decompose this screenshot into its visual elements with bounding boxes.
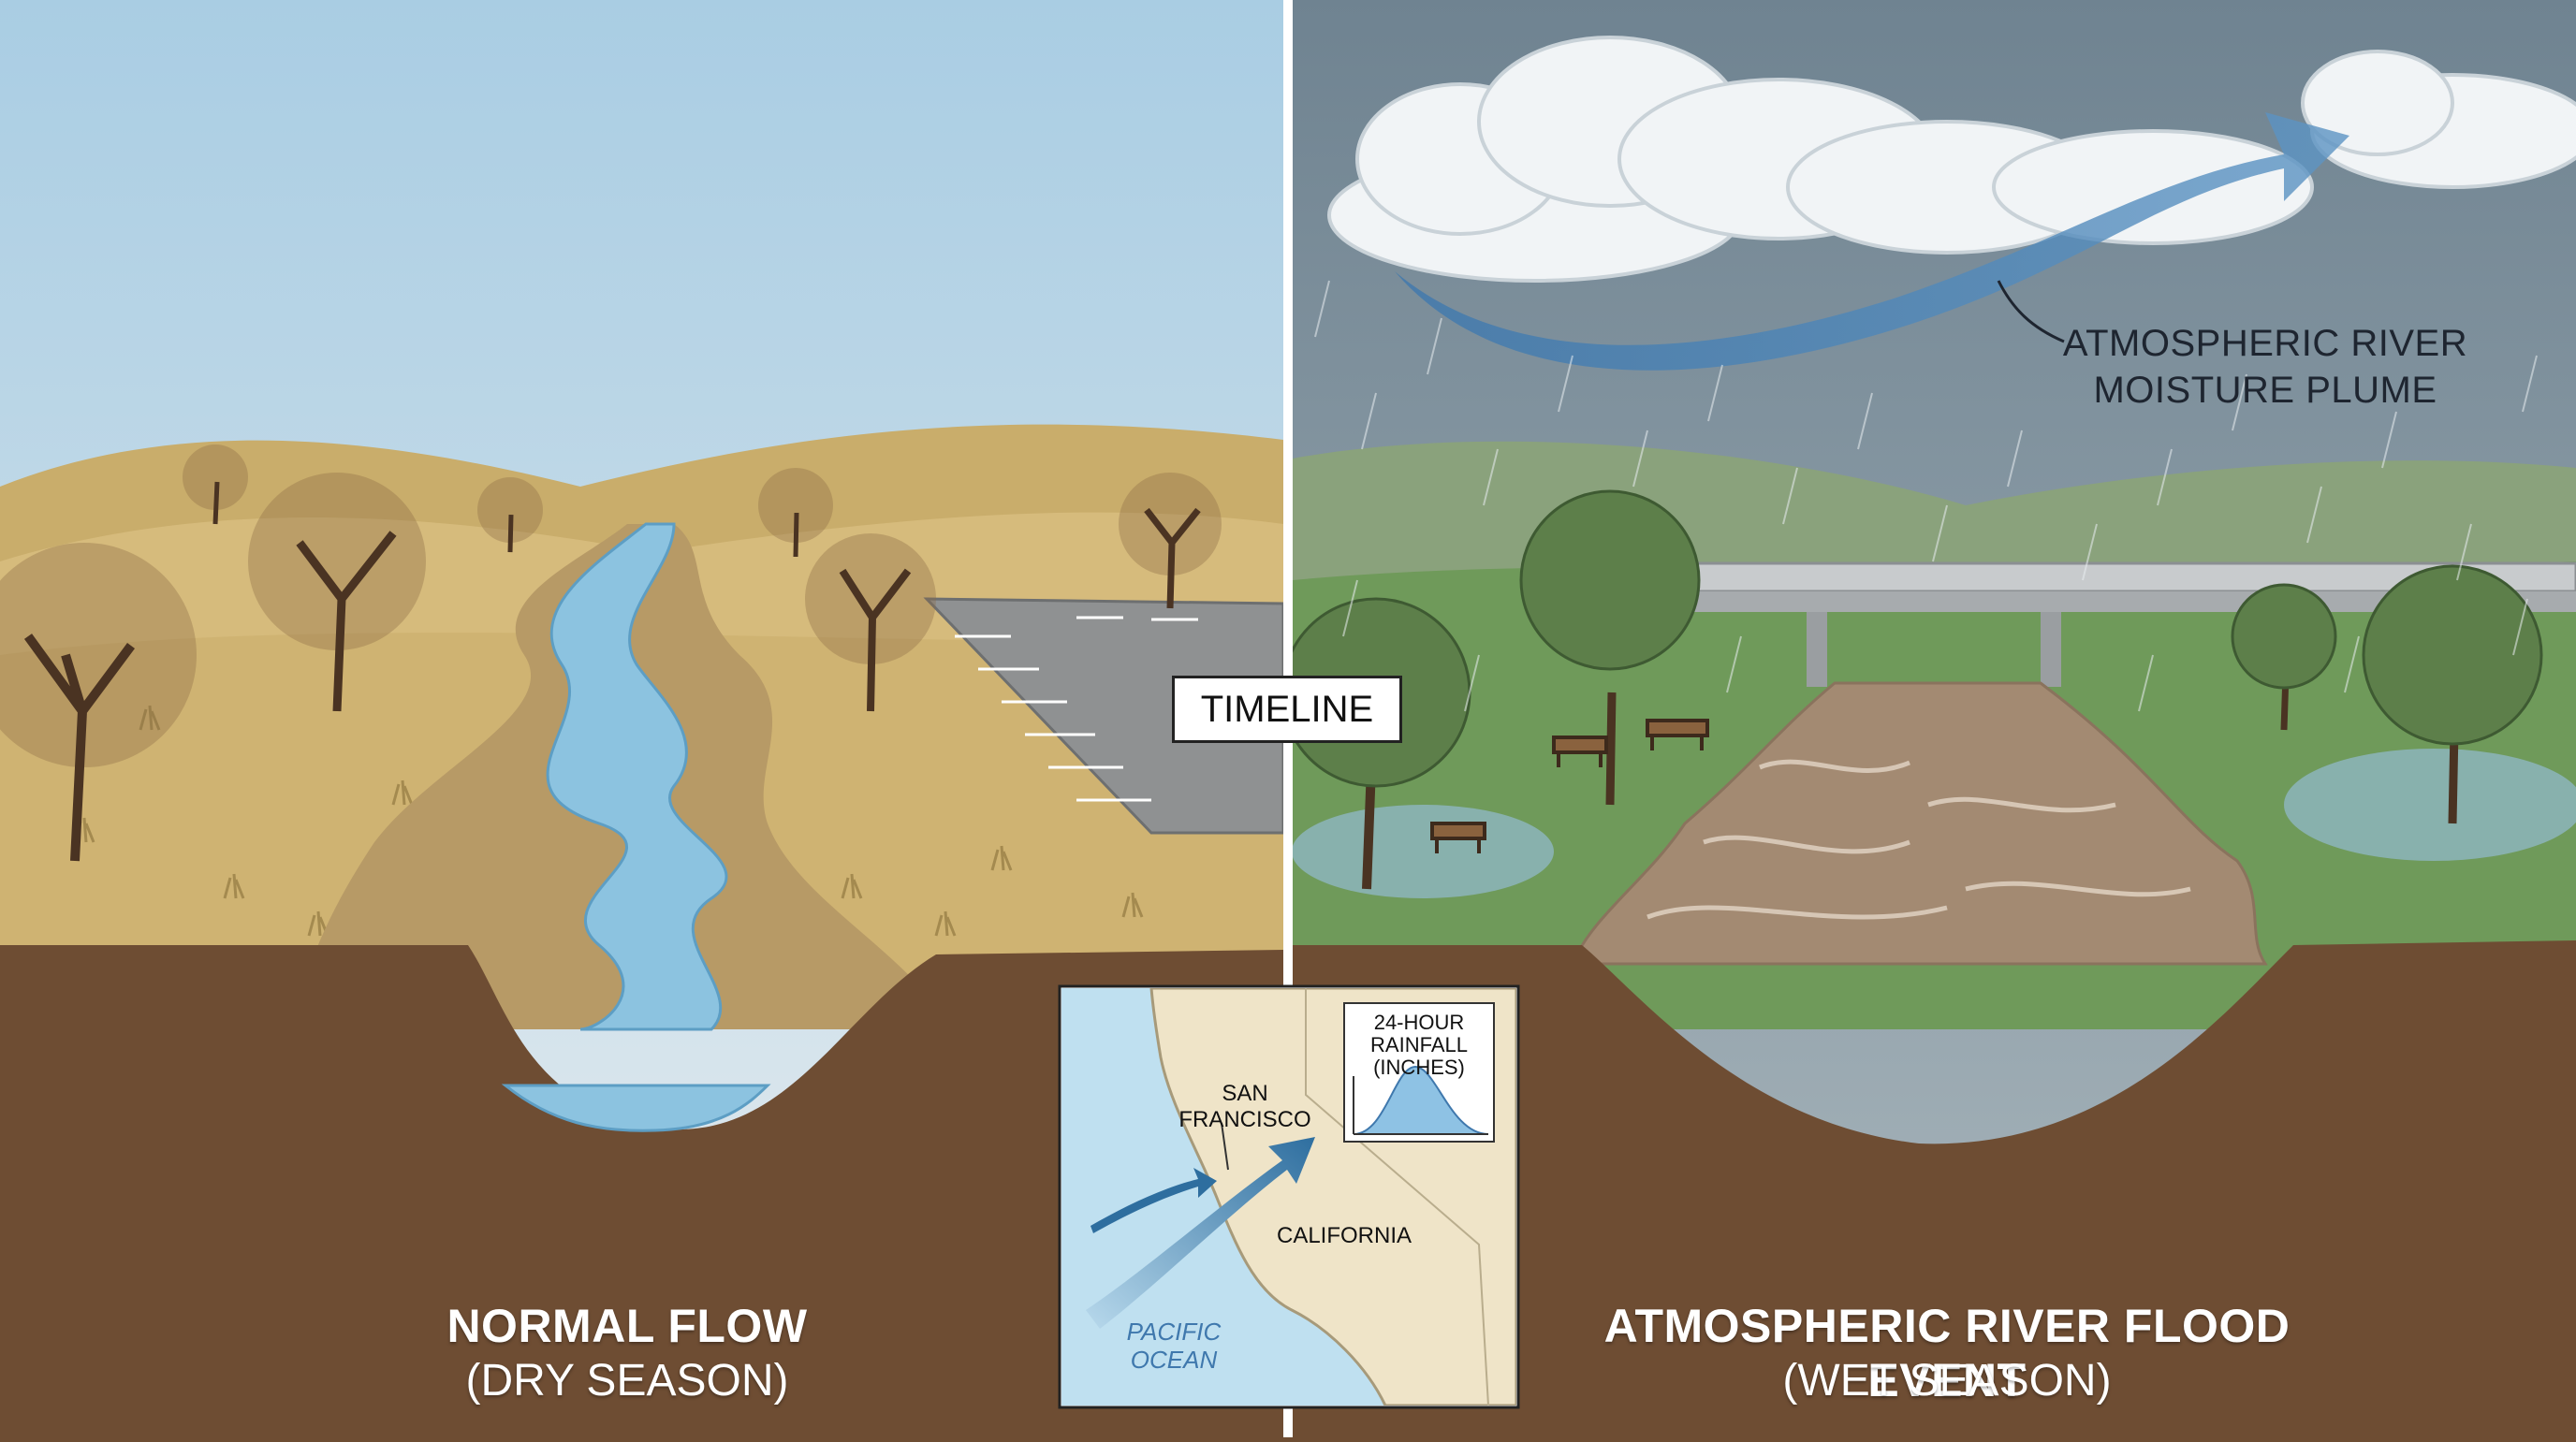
plume-label-line1: ATMOSPHERIC RIVER bbox=[2062, 323, 2468, 364]
tree-icon bbox=[248, 473, 426, 712]
city-label-line1: SAN bbox=[1222, 1081, 1267, 1106]
rain-icon bbox=[1314, 280, 2538, 712]
tree-icon bbox=[758, 468, 833, 558]
ocean-label-line1: PACIFIC bbox=[1127, 1318, 1222, 1346]
tree-icon bbox=[477, 477, 543, 553]
creek-water bbox=[546, 522, 728, 1031]
rainfall-curve bbox=[1353, 1065, 1489, 1135]
left-panel-title: NORMAL FLOW bbox=[446, 1300, 808, 1352]
bench-icon bbox=[1430, 822, 1486, 853]
flood-water bbox=[1570, 681, 2268, 966]
plume-label: ATMOSPHERIC RIVER MOISTURE PLUME bbox=[2059, 320, 2471, 414]
state-border bbox=[1305, 988, 1489, 1406]
wet-season-panel bbox=[1293, 0, 2576, 1437]
arrow-icon bbox=[1395, 112, 2349, 371]
cloud-icon bbox=[1327, 36, 2314, 283]
soil-cross-section-wet bbox=[1293, 940, 2576, 1437]
tree-icon bbox=[805, 533, 936, 712]
parking-lot bbox=[923, 597, 1283, 835]
plume-leader-line bbox=[1997, 280, 2065, 343]
ocean-label-line2: OCEAN bbox=[1131, 1346, 1218, 1374]
right-panel-subtitle: (WET SEASON) bbox=[1782, 1356, 2112, 1406]
dry-season-panel bbox=[0, 0, 1283, 1437]
tree-icon bbox=[2362, 564, 2543, 824]
tree-icon bbox=[0, 543, 197, 862]
left-panel-subtitle: (DRY SEASON) bbox=[465, 1356, 789, 1406]
soil-cross-section bbox=[0, 945, 1283, 1437]
tree-icon bbox=[1119, 473, 1222, 609]
grass-tufts bbox=[73, 705, 1144, 937]
flood-pool bbox=[2284, 749, 2576, 861]
parking-lines bbox=[955, 616, 1198, 802]
timeline-label: TIMELINE bbox=[1172, 676, 1402, 743]
inset-map: 24-HOUR RAINFALL (INCHES) SAN FRANCISCO … bbox=[1058, 984, 1520, 1409]
chart-label-line1: 24-HOUR bbox=[1374, 1011, 1465, 1034]
plume-label-line2: MOISTURE PLUME bbox=[2093, 370, 2437, 411]
tree-icon bbox=[1519, 489, 1701, 806]
state-label: CALIFORNIA bbox=[1277, 1223, 1412, 1248]
city-leader-line bbox=[1221, 1122, 1229, 1171]
chart-label-line3: (INCHES) bbox=[1373, 1056, 1465, 1079]
tree-icon bbox=[183, 444, 248, 525]
bench-icon bbox=[1646, 719, 1709, 750]
arrow-icon bbox=[1090, 1168, 1217, 1233]
arrow-icon bbox=[1086, 1137, 1315, 1329]
tree-icon bbox=[2231, 583, 2337, 731]
city-label-line2: FRANCISCO bbox=[1178, 1107, 1310, 1132]
flood-foam bbox=[1647, 759, 2191, 920]
flood-pool bbox=[1293, 805, 1554, 898]
bench-icon bbox=[1552, 736, 1608, 767]
right-panel-title: ATMOSPHERIC RIVER FLOOD EVENT bbox=[1603, 1300, 2291, 1406]
channel-water bbox=[501, 1084, 771, 1132]
chart-label-line2: RAINFALL bbox=[1370, 1033, 1468, 1056]
